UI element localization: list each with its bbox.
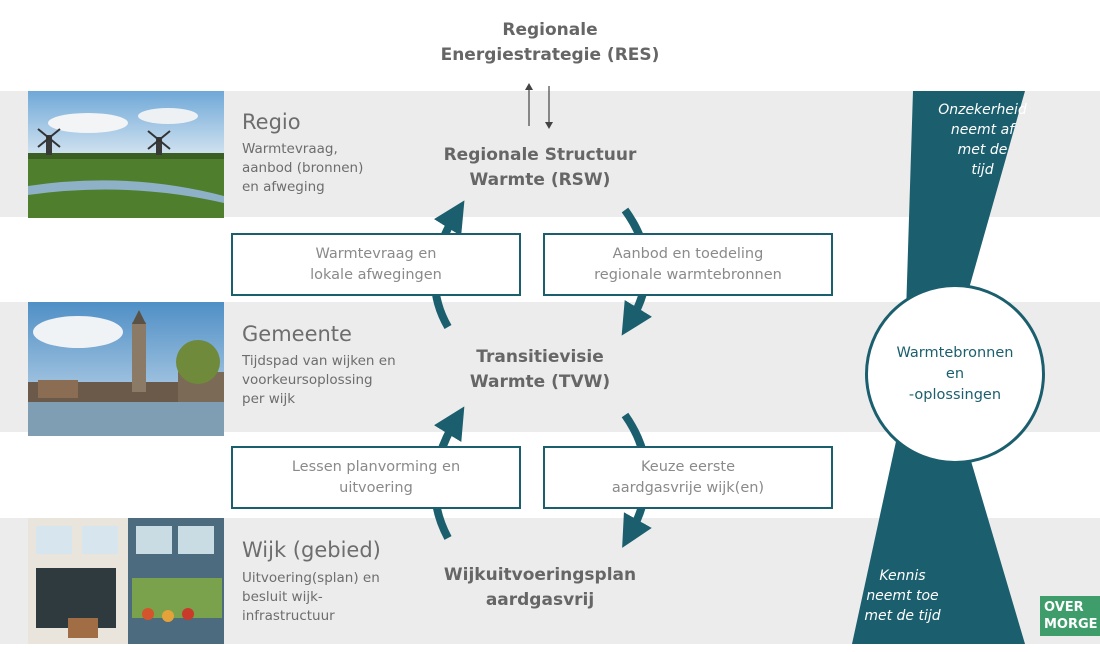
level-desc-line: Uitvoering(splan) en xyxy=(242,570,380,586)
logo-line: MORGE xyxy=(1044,617,1098,632)
box-line: Warmtevraag en xyxy=(315,245,437,262)
panel-line: tijd xyxy=(971,162,994,178)
panel-line: neemt af xyxy=(950,122,1015,138)
level-desc-line: Tijdspad van wijken en xyxy=(242,353,396,369)
knowledge-text: Kennis neemt toe met de tijd xyxy=(845,566,960,626)
panel-line: Kennis xyxy=(879,568,926,584)
regio-photo xyxy=(28,91,224,218)
box-line: lokale afwegingen xyxy=(310,266,442,283)
level-desc-line: infrastructuur xyxy=(242,608,335,624)
uncertainty-text: Onzekerheid neemt af met de tijd xyxy=(925,100,1040,180)
center-title-line: aardgasvrij xyxy=(485,590,595,610)
box-line: regionale warmtebronnen xyxy=(594,266,782,283)
box-line: uitvoering xyxy=(339,479,413,496)
circle-line: en xyxy=(945,365,965,382)
circle-line: -oplossingen xyxy=(908,386,1002,403)
res-title-line1: Regionale xyxy=(502,20,598,40)
center-title-rsw: Regionale Structuur Warmte (RSW) xyxy=(400,143,680,193)
center-title-line: Transitievisie xyxy=(476,347,604,367)
panel-line: met de xyxy=(957,142,1008,158)
panel-line: Onzekerheid xyxy=(938,102,1027,118)
level-desc-gemeente: Tijdspad van wijken en voorkeursoplossin… xyxy=(242,352,396,409)
box-lessen: Lessen planvorming en uitvoering xyxy=(231,446,521,509)
center-title-line: Wijkuitvoeringsplan xyxy=(443,565,637,585)
res-title: Regionale Energiestrategie (RES) xyxy=(390,18,710,68)
level-desc-wijk: Uitvoering(splan) en besluit wijk- infra… xyxy=(242,569,380,626)
panel-line: met de tijd xyxy=(864,608,941,624)
wijk-photo xyxy=(28,518,224,644)
level-name-regio: Regio xyxy=(242,110,301,134)
box-line: Aanbod en toedeling xyxy=(612,245,764,262)
level-name-gemeente: Gemeente xyxy=(242,322,352,346)
level-name-wijk: Wijk (gebied) xyxy=(242,538,381,562)
level-desc-line: en afweging xyxy=(242,179,325,195)
level-desc-line: Warmtevraag, xyxy=(242,141,338,157)
level-desc-line: per wijk xyxy=(242,391,296,407)
center-title-line: Regionale Structuur xyxy=(443,145,637,165)
box-aanbod: Aanbod en toedeling regionale warmtebron… xyxy=(543,233,833,296)
logo-line: OVER xyxy=(1044,600,1084,615)
gemeente-photo xyxy=(28,302,224,436)
level-desc-line: aanbod (bronnen) xyxy=(242,160,364,176)
box-line: aardgasvrije wijk(en) xyxy=(611,479,765,496)
center-title-tvw: Transitievisie Warmte (TVW) xyxy=(400,345,680,395)
panel-line: neemt toe xyxy=(866,588,939,604)
circle-line: Warmtebronnen xyxy=(896,344,1014,361)
heat-sources-circle: Warmtebronnen en -oplossingen xyxy=(865,284,1045,464)
box-warmtevraag: Warmtevraag en lokale afwegingen xyxy=(231,233,521,296)
level-desc-line: besluit wijk- xyxy=(242,589,323,605)
level-desc-line: voorkeursoplossing xyxy=(242,372,373,388)
res-exchange-arrows-icon xyxy=(525,83,553,129)
center-title-line: Warmte (RSW) xyxy=(469,170,611,190)
box-line: Lessen planvorming en xyxy=(291,458,461,475)
box-keuze: Keuze eerste aardgasvrije wijk(en) xyxy=(543,446,833,509)
center-title-wijkuitvoeringsplan: Wijkuitvoeringsplan aardgasvrij xyxy=(400,563,680,613)
res-title-line2: Energiestrategie (RES) xyxy=(440,45,660,65)
center-title-line: Warmte (TVW) xyxy=(469,372,611,392)
overmorgen-logo: OVER MORGE xyxy=(1040,596,1100,636)
level-desc-regio: Warmtevraag, aanbod (bronnen) en afwegin… xyxy=(242,140,363,197)
box-line: Keuze eerste xyxy=(640,458,735,475)
